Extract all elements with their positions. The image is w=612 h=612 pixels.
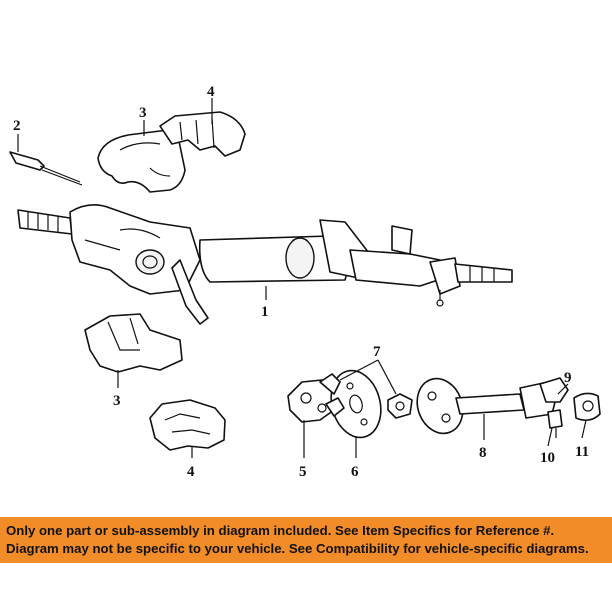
disclaimer-banner: Only one part or sub-assembly in diagram… (0, 517, 612, 563)
leader-9 (557, 383, 569, 395)
callout-10: 10 (540, 450, 555, 466)
callout-3-top: 3 (139, 105, 147, 121)
part-7-fasteners (319, 373, 413, 419)
disclaimer-line-2: Diagram may not be specific to your vehi… (6, 541, 589, 556)
part-11-clamp (573, 392, 601, 422)
callout-2: 2 (13, 118, 21, 134)
callout-11: 11 (575, 444, 589, 460)
callout-5: 5 (299, 464, 307, 480)
callout-4-bottom: 4 (187, 464, 195, 480)
callout-7: 7 (373, 344, 381, 360)
part-2-key (9, 151, 83, 186)
part-10-bolt (547, 409, 563, 438)
callout-3-bottom: 3 (113, 393, 121, 409)
part-4-lower-housing (149, 399, 226, 451)
callout-8: 8 (479, 445, 487, 461)
callout-1: 1 (261, 304, 269, 320)
leader-7 (339, 359, 397, 395)
part-8-intermediate-shaft (416, 377, 557, 435)
part-1-steering-column (17, 204, 513, 325)
part-3-upper-shroud (97, 129, 186, 193)
part-9-joint (539, 377, 569, 403)
callout-4-top: 4 (207, 84, 215, 100)
callout-9: 9 (564, 370, 572, 386)
callout-6: 6 (351, 464, 359, 480)
leader-11 (581, 419, 587, 439)
disclaimer-line-1: Only one part or sub-assembly in diagram… (6, 523, 555, 538)
part-4-upper-housing (159, 111, 246, 157)
part-3-lower-shroud (84, 313, 183, 373)
leader-10 (547, 427, 553, 447)
